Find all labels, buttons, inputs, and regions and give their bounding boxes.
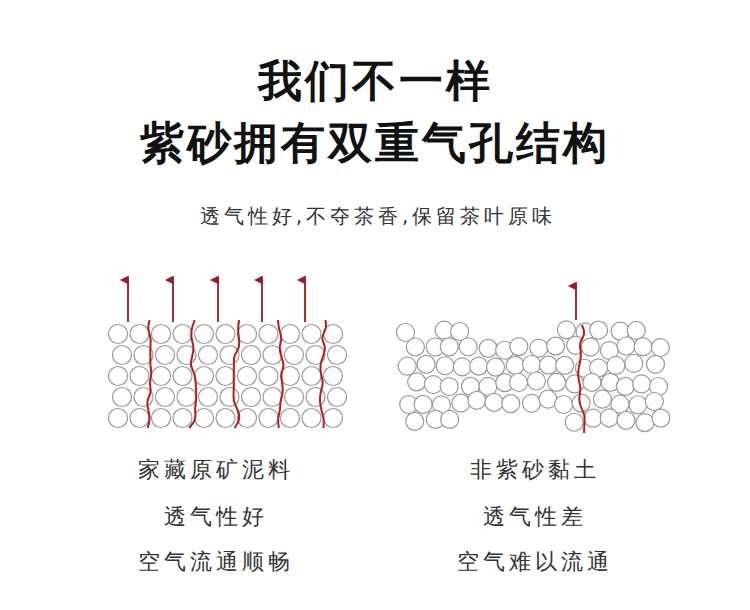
title: 我们不一样	[258, 52, 493, 111]
subtitle: 透气性好,不夺茶香,保留茶叶原味	[200, 203, 557, 230]
air-arrows	[128, 280, 576, 322]
caption: 空气难以流通	[457, 547, 613, 577]
caption: 透气性差	[483, 502, 587, 532]
caption: 透气性好	[164, 502, 268, 532]
caption: 非紫砂黏土	[470, 455, 600, 485]
clay-grains-left	[109, 325, 347, 428]
air-pores	[147, 320, 584, 433]
heading: 紫砂拥有双重气孔结构	[140, 114, 610, 173]
caption: 空气流通顺畅	[138, 547, 294, 577]
caption: 家藏原矿泥料	[138, 455, 294, 485]
clay-grains-right	[397, 321, 670, 432]
